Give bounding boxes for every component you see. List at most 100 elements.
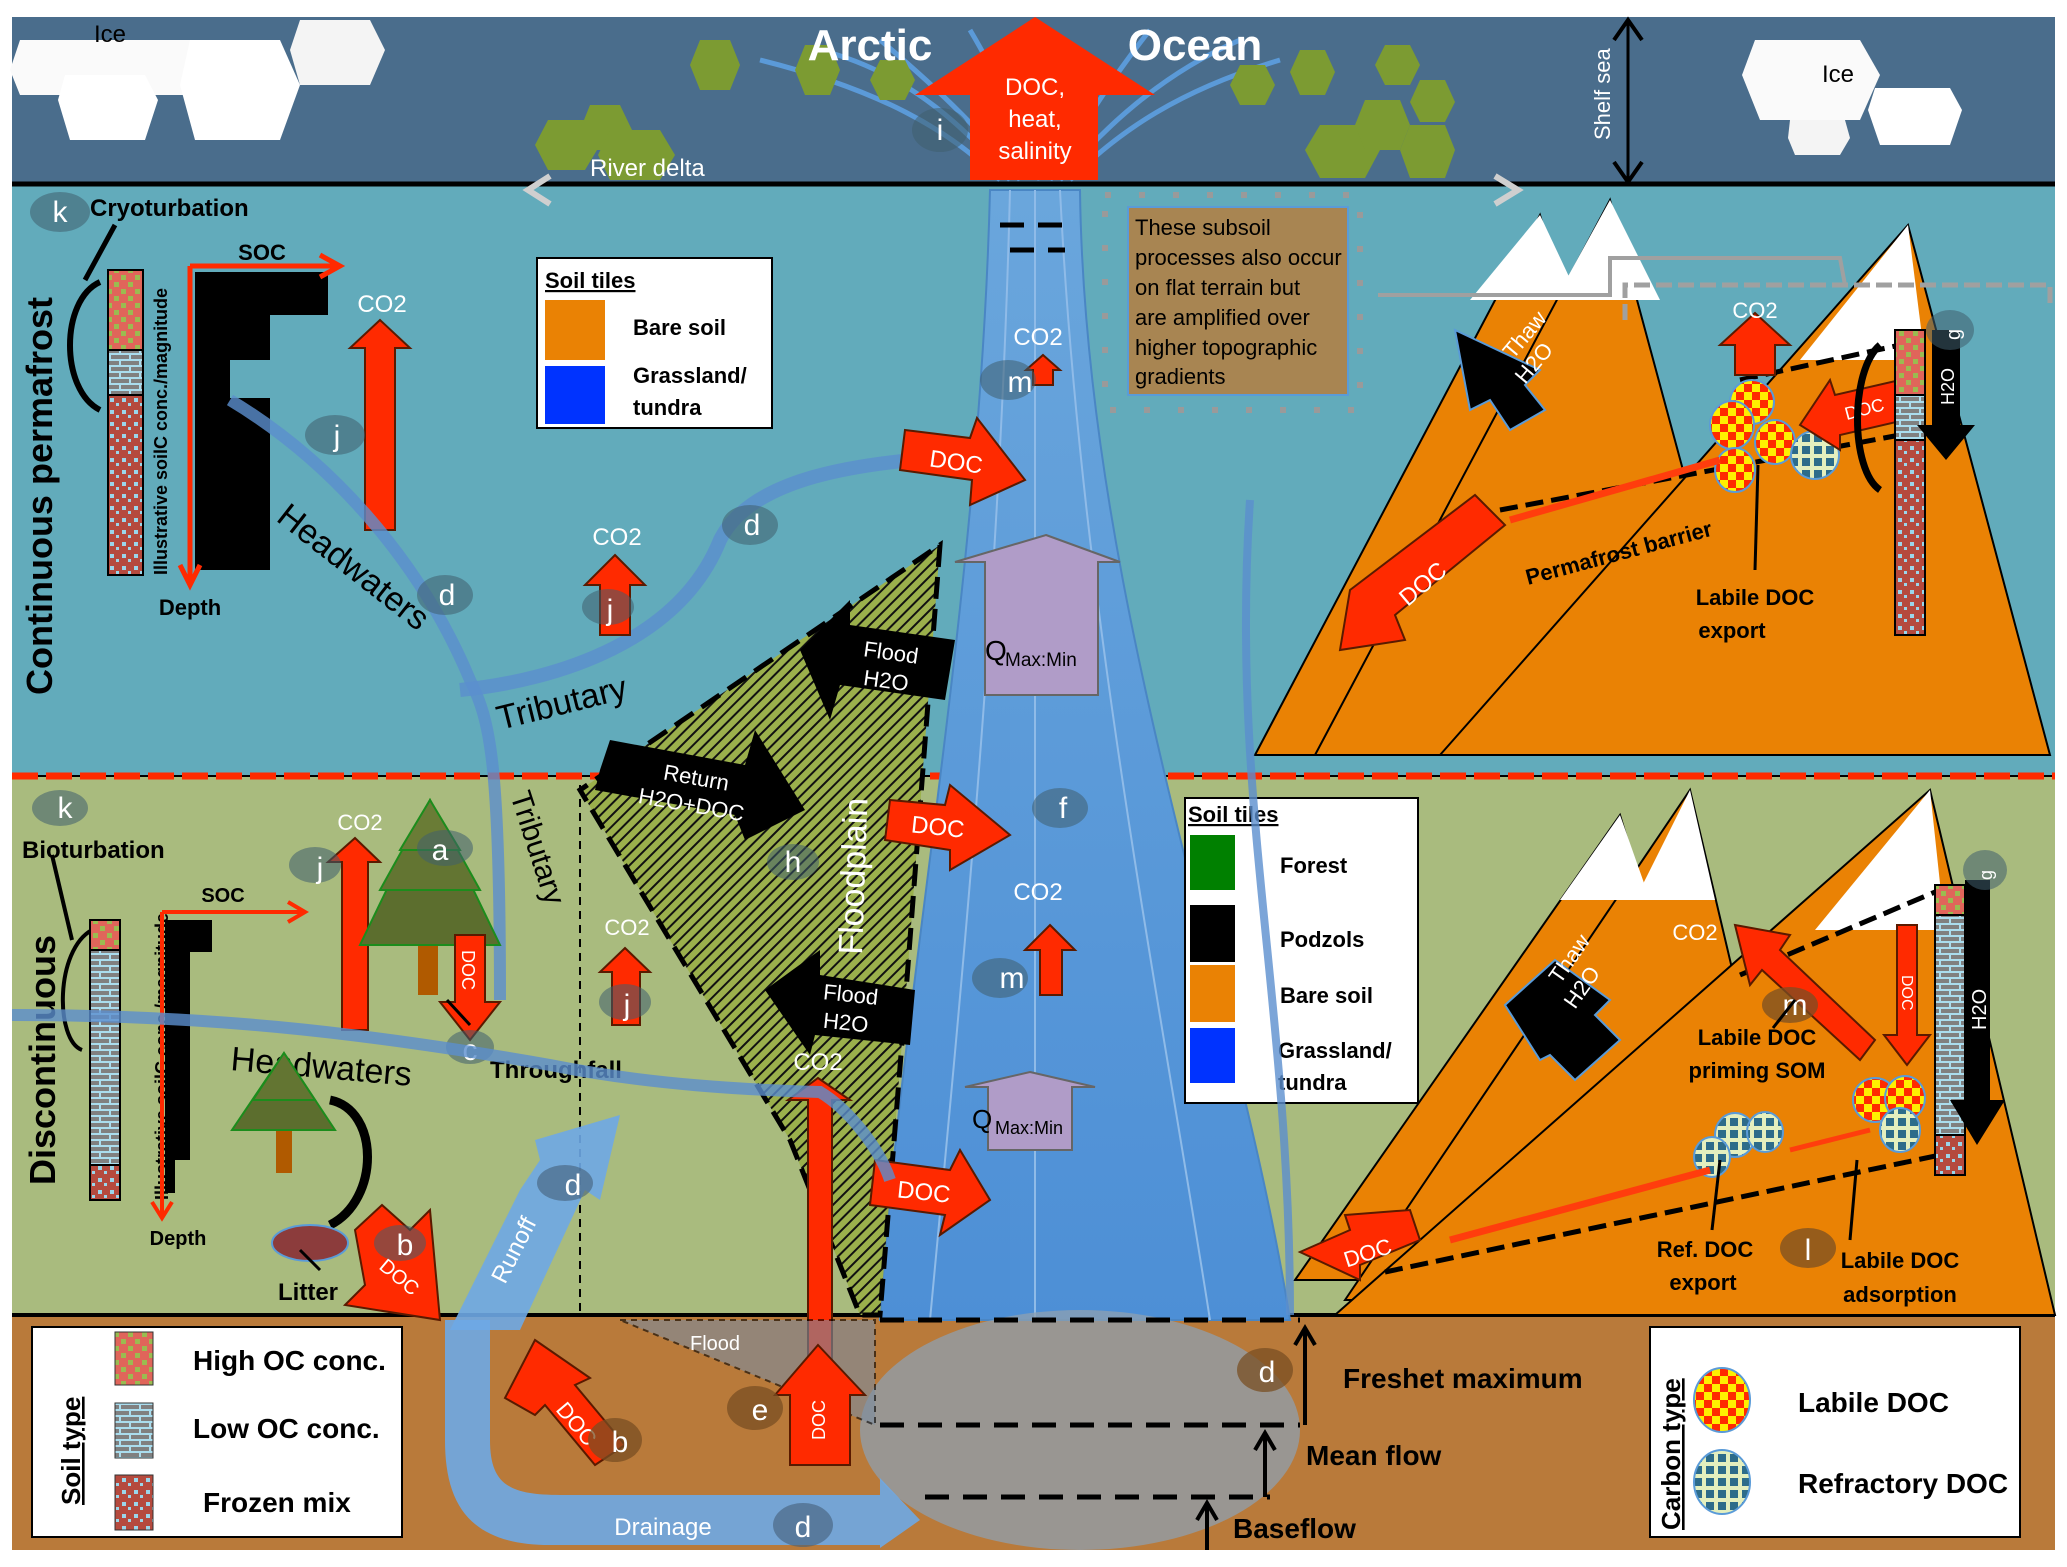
marker-b-top: b <box>397 1229 414 1262</box>
legend-swatch-podzols <box>1190 905 1235 962</box>
marker-i: i <box>937 114 944 147</box>
q-arrow-top <box>954 533 1121 696</box>
stream-right <box>1241 499 1294 1316</box>
soil-type-legend: Soil type High OC conc. Low OC conc. Fro… <box>31 1326 403 1538</box>
river-channel-subsoil <box>860 1310 1300 1550</box>
legend-label-bare-soil: Bare soil <box>633 315 726 340</box>
headwaters-stream-top <box>226 394 506 1001</box>
legend-swatch-forest <box>1190 835 1235 890</box>
legend-label-grassland-1: Grassland/ <box>633 363 747 388</box>
cryoturbation-cycle-arrow <box>67 279 102 413</box>
refractory-transfer-arrow <box>1789 1127 1871 1153</box>
carbon-cluster-bottom <box>1693 1075 1926 1178</box>
soil-column-mountain-bottom <box>1934 884 1966 1176</box>
shelf-sea-arrow <box>1612 16 1644 186</box>
marker-j-bubble-top-2 <box>582 589 634 625</box>
marker-e-bubble <box>727 1386 783 1430</box>
marker-g-bubble-bottom <box>1963 850 2007 890</box>
legend-frozen: Frozen mix <box>203 1487 351 1518</box>
doc-arrow-mountain-bottom <box>1881 924 1933 1067</box>
soc-axis-y-bottom: Depth <box>150 1228 207 1250</box>
note-box-text: These subsoil processes also occur on fl… <box>1135 215 1342 389</box>
marker-d-bubble-runoff <box>537 1165 593 1201</box>
legend-swatch-grassland-2 <box>1190 1028 1235 1083</box>
delta-islands <box>535 40 1455 180</box>
cryoturbation-pointer <box>82 223 118 282</box>
swatch-high-oc <box>114 1331 154 1386</box>
note-line-5: higher topographic <box>1135 335 1317 360</box>
zone-label-discontinuous: Discontinuous <box>22 935 63 1185</box>
carbon-type-title: Carbon type <box>1656 1378 1686 1530</box>
priming-label-1: Labile DOC <box>1698 1025 1817 1050</box>
soil-column-discontinuous <box>89 919 121 1201</box>
cycle-arrow-mountain-top <box>1854 342 1883 493</box>
labile-export-top-2: export <box>1698 618 1766 643</box>
marker-l: l <box>1805 1234 1812 1267</box>
marker-j-bottom-2: j <box>623 989 631 1022</box>
marker-d-bubble-top-1 <box>417 575 473 615</box>
tributary-stream-top <box>459 448 991 697</box>
litter-pile <box>271 1224 349 1262</box>
legend-labile-doc: Labile DOC <box>1798 1387 1949 1418</box>
ice-label-right: Ice <box>1822 61 1854 88</box>
marker-m-mid: m <box>1000 962 1025 995</box>
doc-arrow-river-bottom <box>868 1147 992 1238</box>
river-delta-label: River delta <box>590 155 705 182</box>
legend-label-bare-soil-2: Bare soil <box>1280 983 1373 1008</box>
headwaters-stream-bottom <box>11 1009 896 1183</box>
doc-throughfall-arrow <box>437 934 503 1042</box>
q-top-sub: Max:Min <box>1005 650 1077 671</box>
throughfall-pointer <box>445 998 472 1027</box>
flow-level-arrows <box>1195 1324 1317 1550</box>
ice-floes-left <box>10 20 385 140</box>
bioturbation-cycle-arrow <box>60 928 94 1052</box>
marker-d-top-1: d <box>439 579 456 612</box>
baseflow-label: Baseflow <box>1233 1513 1356 1544</box>
swatch-low-oc <box>114 1402 154 1459</box>
note-line-1: These subsoil <box>1135 215 1271 240</box>
ice-label-left: Ice <box>94 21 126 48</box>
q-arrow-bottom <box>964 1070 1096 1151</box>
co2-label-small-bottom: CO2 <box>604 915 649 940</box>
marker-j-bubble-bottom-2 <box>599 984 651 1020</box>
labile-export-line-top <box>1509 456 1721 524</box>
bioturbation-label: Bioturbation <box>22 837 165 864</box>
legend-label-grassland-2a: Grassland/ <box>1278 1038 1392 1063</box>
marker-k-bubble-bottom <box>32 790 88 826</box>
q-bottom: Q <box>972 1104 992 1134</box>
marker-b-bubble-top <box>374 1225 426 1261</box>
floodplain-label: Floodplain <box>832 797 875 955</box>
soil-tiles-legend-top: Soil tiles Bare soil Grassland/ tundra <box>536 257 773 429</box>
soil-column-continuous <box>107 269 144 576</box>
co2-river-mid: CO2 <box>1013 879 1062 906</box>
co2-river-top: CO2 <box>1013 324 1062 351</box>
legend-refractory-doc: Refractory DOC <box>1798 1468 2008 1499</box>
cryoturbation-label: Cryoturbation <box>90 195 249 222</box>
marker-d-flow: d <box>1259 1356 1276 1389</box>
flood-h2o-mid-2: H2O <box>822 1008 870 1038</box>
doc-throughfall: DOC <box>458 950 478 990</box>
ocean-title-left: Arctic <box>808 21 933 70</box>
swatch-labile-doc <box>1693 1367 1751 1433</box>
marker-m-bubble-top <box>980 360 1036 400</box>
delta-arrow-right <box>1493 173 1524 207</box>
co2-arrow-river-mid <box>1022 923 1078 996</box>
doc-arrow-river-top <box>898 415 1027 507</box>
marker-f-bubble <box>1032 788 1088 828</box>
soc-axis-y-top: Depth <box>159 595 221 620</box>
doc-e-subsoil: DOC <box>809 1400 829 1440</box>
flood-subsoil-label: Flood <box>690 1333 740 1355</box>
legend-label-grassland-2b: tundra <box>1278 1070 1347 1095</box>
adsorption-2: adsorption <box>1843 1282 1957 1307</box>
drainage-arrow <box>445 1320 920 1548</box>
flood-h2o-arrow-top <box>800 600 955 720</box>
adsorption-1: Labile DOC <box>1841 1248 1960 1273</box>
h2o-mountain-top: H2O <box>1938 368 1958 405</box>
marker-h: h <box>785 846 802 879</box>
legend-label-podzols: Podzols <box>1280 927 1364 952</box>
marker-j-bubble-top <box>305 415 365 455</box>
priming-pointer <box>1771 999 1797 1029</box>
flow-level-dashes <box>880 222 1300 1500</box>
legend-bottom-title: Soil tiles <box>1188 802 1278 827</box>
